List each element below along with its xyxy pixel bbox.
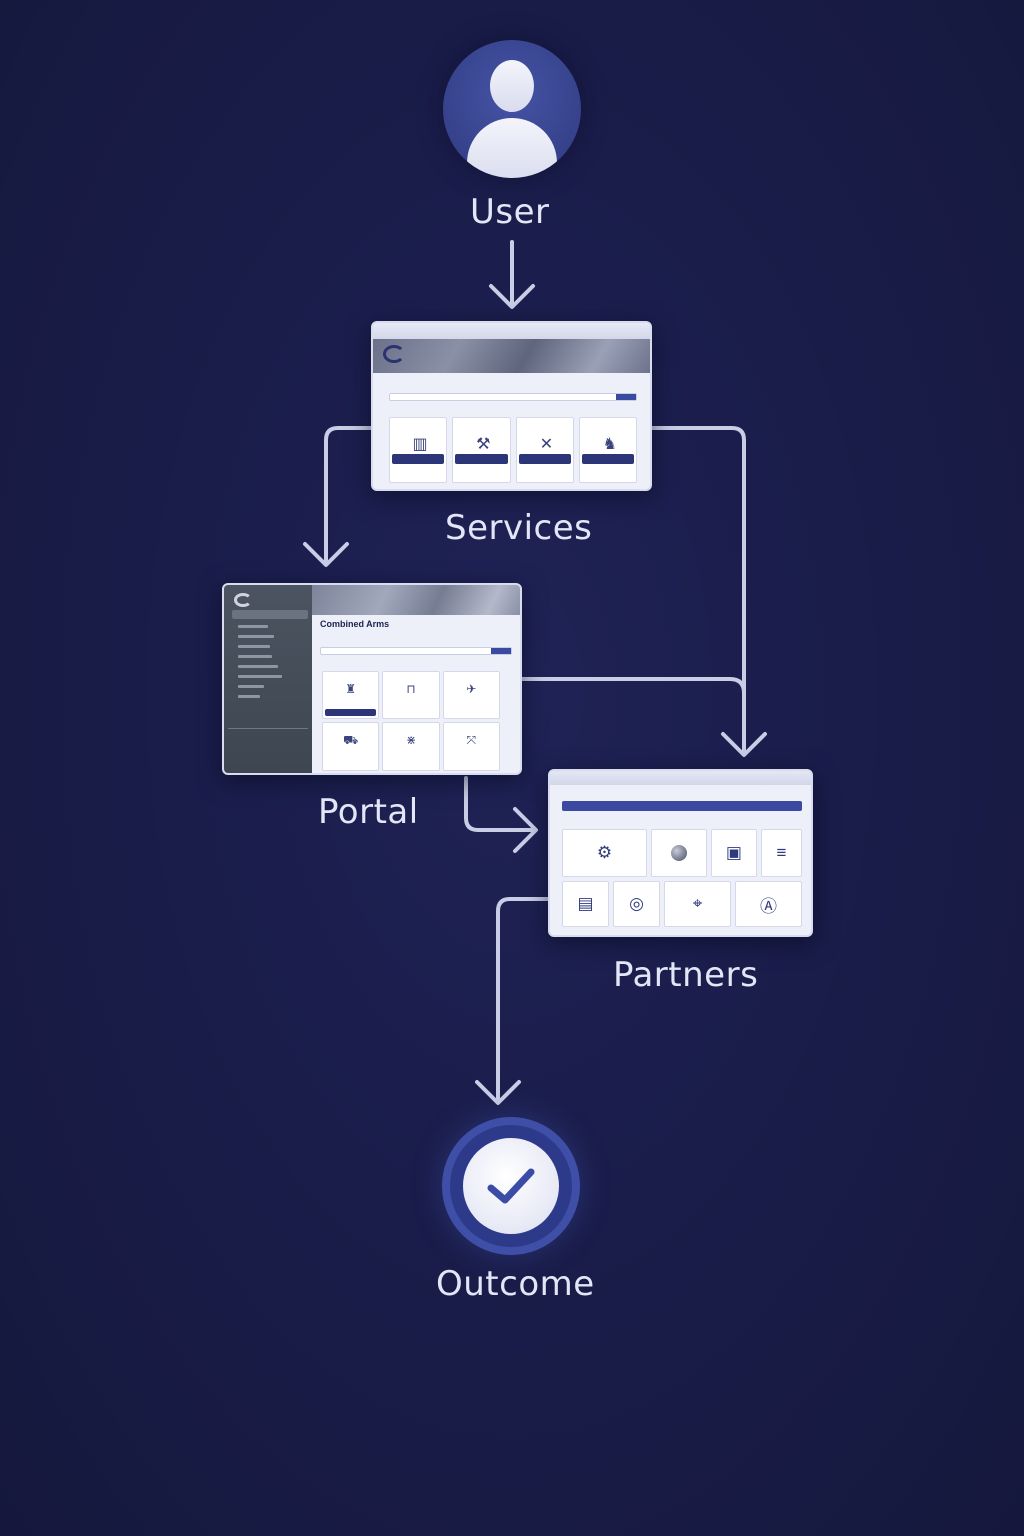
portal-sidebar-row (238, 625, 268, 628)
portal-tile: ⤧ (442, 721, 500, 771)
partners-row: ▤ ◎ ⌖ Ⓐ (562, 881, 802, 927)
services-tile-button (581, 454, 634, 464)
partner-tile: ▤ (562, 881, 609, 927)
partner-tile: ≡ (760, 829, 802, 877)
tower-icon: ♜ (345, 682, 357, 696)
edge-portal-partners-merge (520, 677, 746, 695)
user-body-shape (467, 118, 557, 178)
portal-tile: ⊓ (382, 671, 440, 719)
portal-sidebar-row (238, 635, 274, 638)
portal-tile: ♜ (322, 671, 380, 719)
aircraft-icon: ✈ (466, 682, 477, 696)
sphere-icon (671, 845, 687, 861)
portal-sidebar-selected (232, 610, 308, 619)
portal-tile: ⋇ (382, 721, 440, 771)
portal-tile: ✈ (442, 671, 500, 719)
partner-tile: ▣ (710, 829, 757, 877)
services-label: Services (445, 508, 593, 548)
portal-sidebar-row (238, 665, 278, 668)
edge-partners-outcome (496, 897, 550, 1103)
portal-card-title: Combined Arms (320, 619, 390, 629)
services-tile-button (455, 454, 508, 464)
user-label: User (470, 192, 550, 232)
location-pin-icon: ⌖ (692, 894, 703, 913)
portal-search-button (491, 648, 511, 654)
tool-icon: ⚒ (476, 436, 491, 453)
portal-tile-grid: ♜ ⊓ ✈ ⛟ ⋇ ⤧ (322, 671, 500, 771)
drone-icon: ⋇ (405, 732, 417, 747)
arrowhead-services-portal (303, 542, 349, 567)
portal-sidebar-row (238, 645, 270, 648)
portal-sidebar (224, 585, 312, 773)
services-tile: ▥ (389, 417, 448, 483)
partner-tile (651, 829, 707, 877)
portal-logo-icon (234, 593, 252, 607)
portal-tile-button (325, 708, 377, 716)
outcome-badge (442, 1117, 580, 1255)
portal-sidebar-row (238, 695, 260, 698)
portal-label: Portal (318, 792, 419, 832)
list-icon: ≡ (776, 843, 787, 862)
id-card-icon: ▤ (577, 894, 594, 913)
services-tile: ✕ (515, 417, 574, 483)
partners-label: Partners (613, 955, 759, 995)
partner-tile: ◎ (613, 881, 660, 927)
outcome-inner-circle (463, 1138, 559, 1234)
partners-header-bar (562, 801, 802, 811)
arrowhead-portal-partners (513, 807, 538, 853)
services-tile-button (518, 454, 571, 464)
portal-hero-banner (312, 585, 520, 615)
services-window-bar (373, 323, 650, 339)
portal-sidebar-row (238, 675, 282, 678)
partners-row: ⚙ ▣ ≡ (562, 829, 802, 877)
portal-tile: ⛟ (322, 721, 380, 771)
target-icon: ◎ (629, 894, 644, 913)
arrowhead-partners-outcome (475, 1080, 521, 1105)
arrowhead-user-services (489, 284, 535, 309)
services-screenshot: ▥ ⚒ ✕ ♞ (371, 321, 652, 491)
portal-sidebar-row (238, 685, 264, 688)
user-avatar-icon (443, 40, 581, 178)
services-tiles: ▥ ⚒ ✕ ♞ (389, 417, 637, 483)
services-tile-button (392, 454, 445, 464)
frame-icon: ⊓ (406, 682, 416, 696)
partners-screenshot: ⚙ ▣ ≡ ▤ ◎ ⌖ Ⓐ (548, 769, 813, 937)
partners-window-bar (550, 771, 811, 785)
services-hero-banner (373, 339, 650, 373)
edge-services-partners (650, 426, 746, 755)
services-logo-icon (383, 345, 405, 363)
figure-icon: ♞ (602, 436, 617, 453)
arrowhead-services-partners (721, 732, 767, 757)
user-head-shape (490, 60, 534, 112)
edge-services-portal (324, 426, 373, 565)
partner-tile: Ⓐ (735, 881, 802, 927)
bar-chart-icon: ▥ (412, 436, 428, 453)
portal-screenshot: Combined Arms ♜ ⊓ ✈ ⛟ ⋇ ⤧ (222, 583, 522, 775)
helicopter-icon: ⤧ (466, 732, 477, 747)
portal-sidebar-row (238, 655, 272, 658)
gear-icon: ⚙ (596, 843, 613, 862)
partner-tile: ⚙ (562, 829, 648, 877)
partner-tile: ⌖ (664, 881, 731, 927)
emblem-icon: Ⓐ (760, 896, 777, 916)
services-search-button (616, 394, 636, 400)
edge-portal-partners (464, 776, 536, 832)
services-tile: ⚒ (452, 417, 511, 483)
services-tile: ♞ (578, 417, 637, 483)
disk-icon: ▣ (725, 843, 742, 862)
outcome-label: Outcome (436, 1264, 595, 1304)
crossed-tools-icon: ✕ (539, 436, 554, 453)
portal-sidebar-divider (228, 728, 308, 729)
portal-search-bar (320, 647, 512, 655)
services-search-bar (389, 393, 637, 401)
vehicle-icon: ⛟ (343, 732, 359, 747)
checkmark-icon (487, 1168, 535, 1204)
